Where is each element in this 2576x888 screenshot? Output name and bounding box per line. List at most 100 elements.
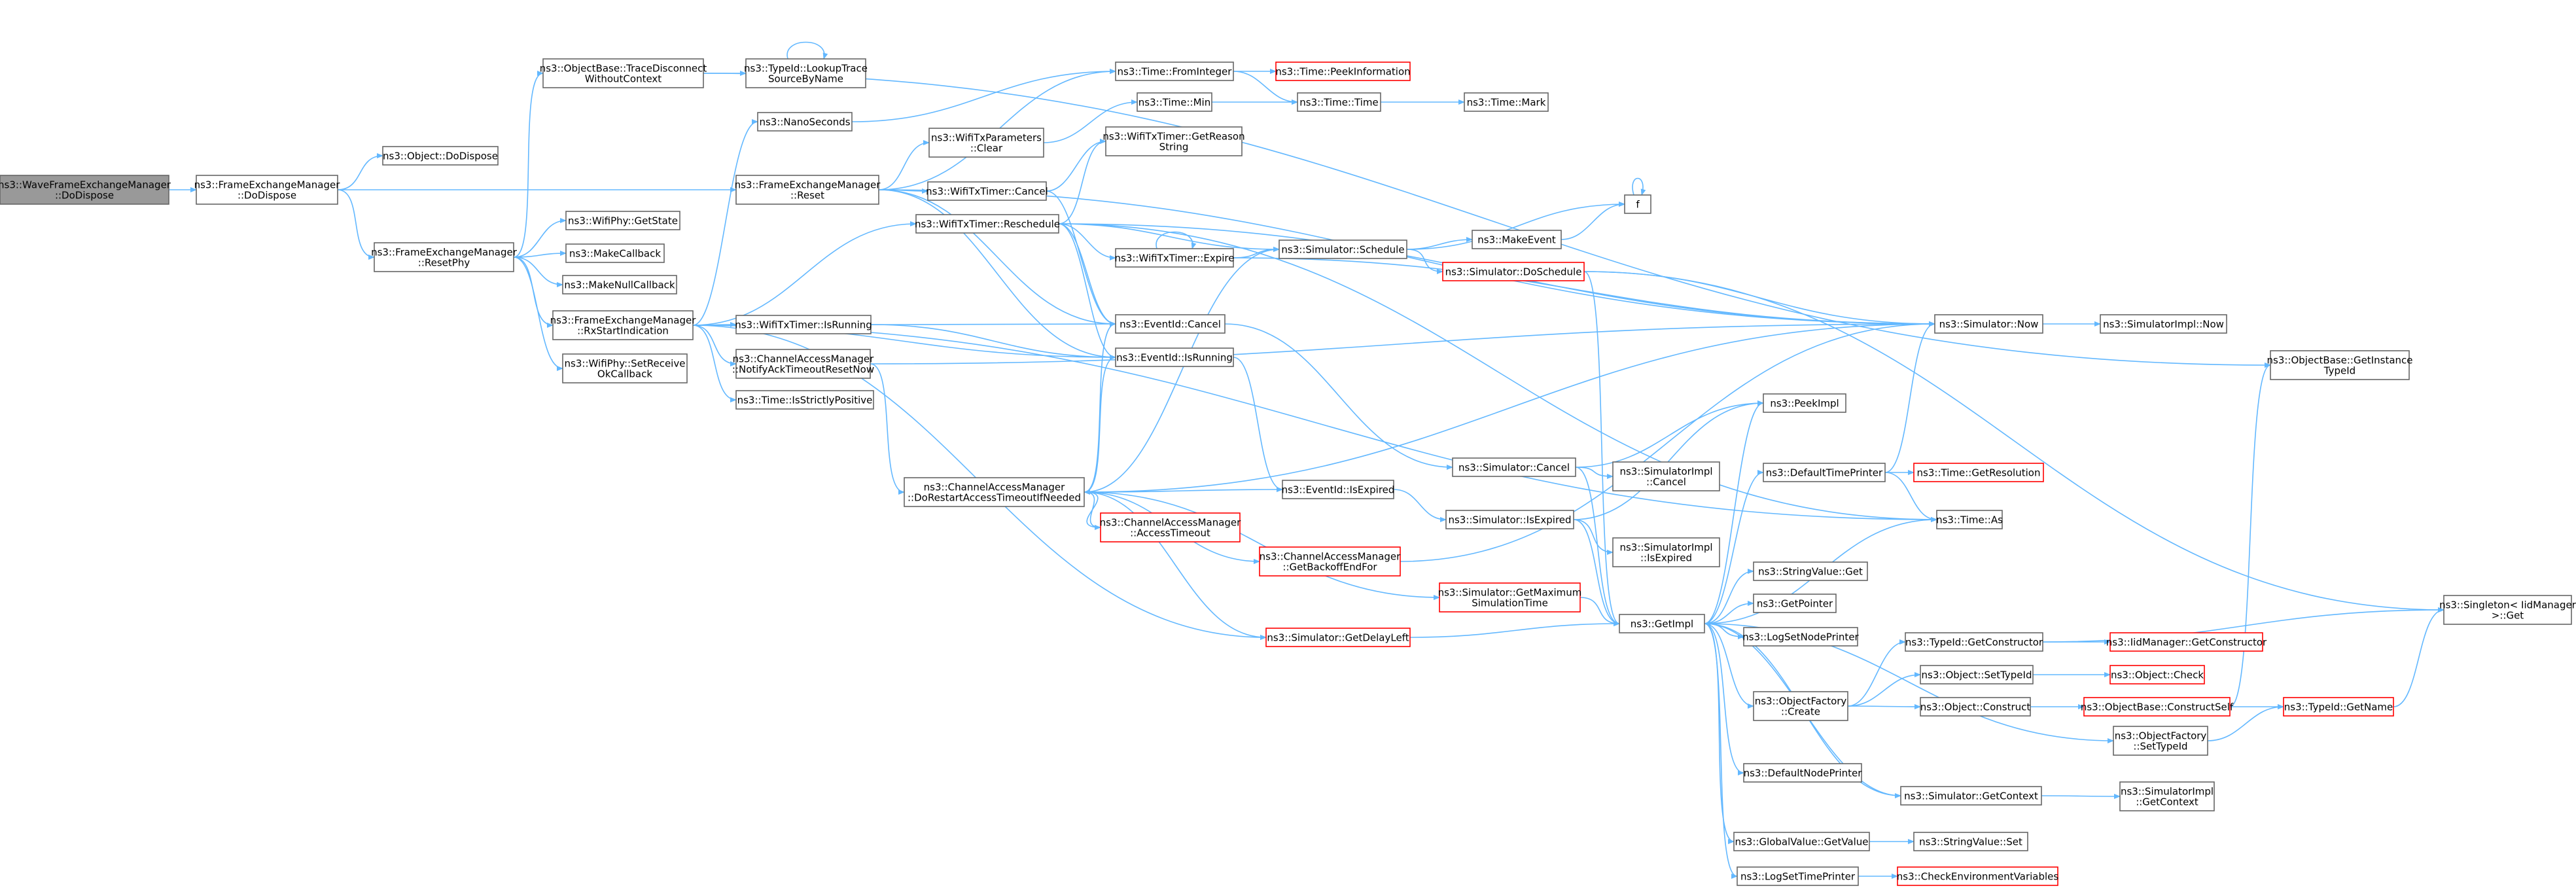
graph-node-stringvalue-get[interactable]: ns3::StringValue::Get — [1753, 561, 1868, 581]
graph-node-cam-dorestart[interactable]: ns3::ChannelAccessManager::DoRestartAcce… — [904, 477, 1085, 507]
node-box[interactable] — [2443, 595, 2572, 625]
graph-node-fem-reset[interactable]: ns3::FrameExchangeManager::Reset — [735, 175, 881, 205]
graph-node-checkenvvars[interactable]: ns3::CheckEnvironmentVariables — [1897, 866, 2059, 886]
graph-node-time-time[interactable]: ns3::Time::Time — [1297, 92, 1381, 112]
graph-node-makeevent[interactable]: ns3::MakeEvent — [1472, 230, 1562, 249]
graph-node-root[interactable]: ns3::WaveFrameExchangeManager::DoDispose — [0, 175, 171, 205]
node-box[interactable] — [1115, 62, 1234, 81]
node-box[interactable] — [2083, 697, 2231, 717]
node-box[interactable] — [1464, 92, 1549, 112]
node-box[interactable] — [1115, 314, 1226, 334]
graph-node-globalvalue-getvalue[interactable]: ns3::GlobalValue::GetValue — [1733, 832, 1870, 851]
graph-node-tracedisconnect[interactable]: ns3::ObjectBase::TraceDisconnectWithoutC… — [540, 58, 707, 88]
node-box[interactable] — [735, 315, 872, 334]
node-box[interactable] — [1619, 614, 1705, 633]
node-box[interactable] — [542, 58, 704, 88]
graph-node-time-getresolution[interactable]: ns3::Time::GetResolution — [1913, 463, 2044, 482]
graph-node-txparams-clear[interactable]: ns3::WifiTxParameters::Clear — [928, 128, 1044, 158]
graph-node-fem-rxstart[interactable]: ns3::FrameExchangeManager::RxStartIndica… — [550, 310, 697, 340]
node-box[interactable] — [1624, 194, 1651, 214]
graph-node-eventid-isexpired[interactable]: ns3::EventId::IsExpired — [1282, 480, 1395, 499]
node-box[interactable] — [565, 211, 680, 230]
node-box[interactable] — [1920, 665, 2034, 684]
graph-node-logsetnodeprinter[interactable]: ns3::LogSetNodePrinter — [1742, 627, 1860, 647]
node-box[interactable] — [1920, 697, 2031, 717]
graph-node-sim-getcontext[interactable]: ns3::Simulator::GetContext — [1900, 786, 2042, 806]
graph-node-time-as[interactable]: ns3::Time::As — [1936, 510, 2003, 529]
graph-node-simimpl-isexpired[interactable]: ns3::SimulatorImpl::IsExpired — [1612, 537, 1720, 567]
node-box[interactable] — [1743, 627, 1858, 647]
graph-node-defaultnodeprinter[interactable]: ns3::DefaultNodePrinter — [1743, 763, 1863, 783]
graph-node-getimpl[interactable]: ns3::GetImpl — [1619, 614, 1705, 633]
graph-node-object-construct[interactable]: ns3::Object::Construct — [1920, 697, 2031, 717]
node-box[interactable] — [374, 242, 514, 272]
graph-node-peekimpl[interactable]: ns3::PeekImpl — [1763, 393, 1846, 413]
node-box[interactable] — [1900, 786, 2042, 806]
node-box[interactable] — [2100, 314, 2227, 334]
graph-node-fem-dodispose[interactable]: ns3::FrameExchangeManager::DoDispose — [194, 175, 341, 205]
node-box[interactable] — [2283, 697, 2394, 717]
node-box[interactable] — [2113, 726, 2208, 756]
graph-node-logsettimeprinter[interactable]: ns3::LogSetTimePrinter — [1737, 866, 1859, 886]
graph-node-typeid-getconstructor[interactable]: ns3::TypeId::GetConstructor — [1905, 632, 2043, 652]
node-box[interactable] — [1897, 866, 2058, 886]
graph-node-nanoseconds[interactable]: ns3::NanoSeconds — [757, 112, 853, 132]
node-box[interactable] — [1753, 594, 1837, 613]
graph-node-objectfactory-settypeid[interactable]: ns3::ObjectFactory::SetTypeId — [2113, 726, 2208, 756]
graph-node-time-peekinfo[interactable]: ns3::Time::PeekInformation — [1275, 62, 1411, 81]
node-box[interactable] — [1297, 92, 1381, 112]
graph-node-simimpl-now[interactable]: ns3::SimulatorImpl::Now — [2100, 314, 2227, 334]
node-box[interactable] — [1936, 510, 2003, 529]
node-box[interactable] — [1753, 561, 1868, 581]
graph-node-simimpl-cancel[interactable]: ns3::SimulatorImpl::Cancel — [1612, 461, 1720, 491]
graph-node-objectfactory-create[interactable]: ns3::ObjectFactory::Create — [1753, 691, 1848, 721]
graph-node-stringvalue-set[interactable]: ns3::StringValue::Set — [1913, 832, 2028, 851]
graph-node-txtimer-cancel[interactable]: ns3::WifiTxTimer::Cancel — [926, 181, 1048, 201]
node-box[interactable] — [1275, 62, 1411, 81]
graph-node-cam-accesstimeout[interactable]: ns3::ChannelAccessManager::AccessTimeout — [1100, 512, 1241, 542]
graph-node-f[interactable]: f — [1624, 194, 1651, 214]
graph-node-eventid-isrunning[interactable]: ns3::EventId::IsRunning — [1115, 347, 1234, 367]
node-box[interactable] — [1905, 632, 2043, 652]
graph-node-sim-getdelayleft[interactable]: ns3::Simulator::GetDelayLeft — [1265, 628, 1411, 647]
node-box[interactable] — [1913, 832, 2028, 851]
node-box[interactable] — [1445, 510, 1574, 529]
node-box[interactable] — [2109, 665, 2205, 684]
node-box[interactable] — [1115, 248, 1234, 268]
node-box[interactable] — [757, 112, 853, 132]
node-box[interactable] — [382, 146, 499, 166]
node-box[interactable] — [1763, 393, 1846, 413]
node-box[interactable] — [1442, 262, 1585, 281]
node-box[interactable] — [1934, 314, 2043, 334]
node-box[interactable] — [0, 175, 169, 205]
node-box[interactable] — [904, 477, 1085, 507]
graph-node-sim-schedule[interactable]: ns3::Simulator::Schedule — [1279, 240, 1407, 259]
node-box[interactable] — [1100, 512, 1241, 542]
node-box[interactable] — [552, 310, 694, 340]
node-box[interactable] — [1259, 546, 1401, 577]
node-box[interactable] — [735, 175, 879, 205]
node-box[interactable] — [745, 58, 866, 88]
node-box[interactable] — [2109, 632, 2263, 652]
graph-node-cam-notifyack[interactable]: ns3::ChannelAccessManager::NotifyAckTime… — [732, 349, 874, 379]
node-box[interactable] — [1279, 240, 1407, 259]
node-box[interactable] — [1913, 463, 2044, 482]
graph-node-sim-doschedule[interactable]: ns3::Simulator::DoSchedule — [1442, 262, 1585, 281]
graph-node-txtimer-isrunning[interactable]: ns3::WifiTxTimer::IsRunning — [735, 315, 872, 334]
graph-node-object-check[interactable]: ns3::Object::Check — [2109, 665, 2205, 684]
node-box[interactable] — [1472, 230, 1562, 249]
node-box[interactable] — [562, 275, 677, 294]
node-box[interactable] — [1439, 582, 1581, 613]
node-box[interactable] — [1737, 866, 1859, 886]
graph-node-txtimer-reschedule[interactable]: ns3::WifiTxTimer::Reschedule — [915, 214, 1060, 234]
graph-node-getpointer[interactable]: ns3::GetPointer — [1753, 594, 1837, 613]
node-box[interactable] — [562, 353, 688, 383]
graph-node-object-dodispose[interactable]: ns3::Object::DoDispose — [382, 146, 499, 166]
graph-node-typeid-getname[interactable]: ns3::TypeId::GetName — [2283, 697, 2394, 717]
graph-node-txtimer-expire[interactable]: ns3::WifiTxTimer::Expire — [1115, 248, 1235, 268]
graph-node-object-settypeid[interactable]: ns3::Object::SetTypeId — [1920, 665, 2034, 684]
graph-node-simimpl-getcontext[interactable]: ns3::SimulatorImpl::GetContext — [2119, 781, 2215, 811]
